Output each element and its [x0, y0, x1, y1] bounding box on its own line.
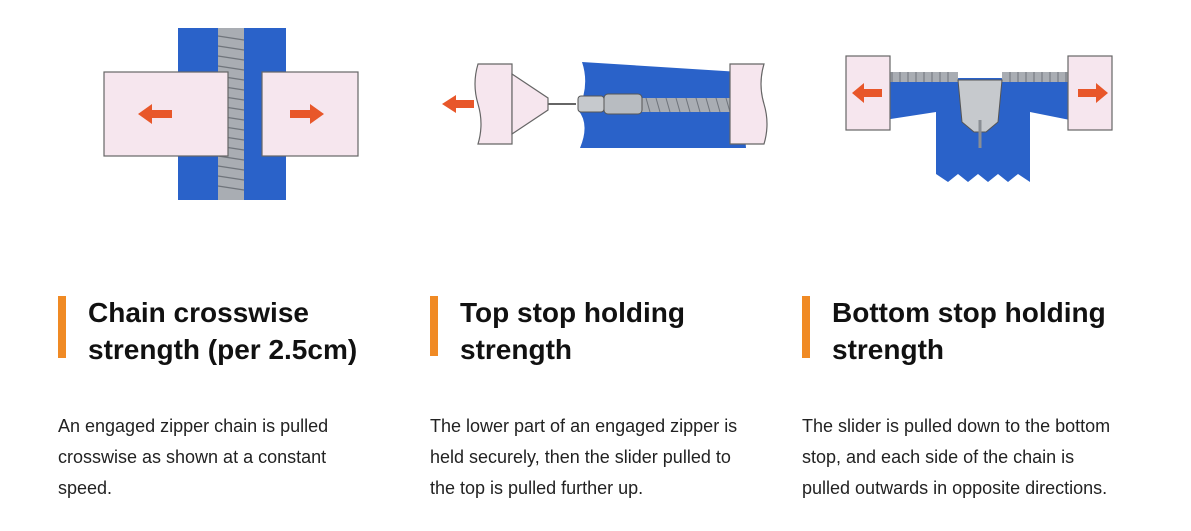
pull-clamp-jaw [511, 72, 549, 136]
description-line: The lower part of an engaged zipper is [430, 416, 738, 436]
title-line: strength [832, 334, 944, 365]
section-title: Chain crosswise strength (per 2.5cm) [88, 294, 357, 368]
accent-bar [430, 296, 438, 356]
section-heading: Chain crosswise strength (per 2.5cm) [58, 296, 418, 365]
section-title: Top stop holding strength [460, 294, 685, 368]
title-line: strength (per 2.5cm) [88, 334, 358, 365]
zipper-teeth [1002, 72, 1074, 82]
accent-bar [58, 296, 66, 358]
arrow-right-icon [1078, 83, 1108, 103]
title-line: Chain crosswise [88, 297, 309, 328]
arrow-right-icon [290, 104, 324, 124]
description-line: stop, and each side of the chain is [802, 447, 1075, 467]
description-line: crosswise as shown at a constant [58, 447, 327, 467]
pull-clamp [474, 63, 513, 145]
bottom-stop-illustration [845, 55, 1113, 182]
arrow-left-icon [852, 83, 882, 103]
title-line: strength [460, 334, 572, 365]
section-description: An engaged zipper chain is pulled crossw… [58, 411, 408, 504]
description-line: The slider is pulled down to the bottom [802, 416, 1111, 436]
description-line: speed. [58, 478, 113, 498]
zipper-teeth [640, 98, 744, 112]
description-line: pulled outwards in opposite directions. [802, 478, 1108, 498]
description-line: the top is pulled further up. [430, 478, 644, 498]
test-chain-crosswise: Chain crosswise strength (per 2.5cm) An … [58, 0, 418, 531]
bottom-clamp [729, 63, 768, 145]
right-clamp [261, 71, 359, 157]
description-line: An engaged zipper chain is pulled [58, 416, 329, 436]
section-heading: Top stop holding strength [430, 296, 790, 365]
accent-bar [802, 296, 810, 358]
title-line: Top stop holding [460, 297, 685, 328]
section-heading: Bottom stop holding strength [802, 296, 1162, 365]
description-line: held securely, then the slider pulled to [430, 447, 731, 467]
zipper-slider [577, 95, 605, 113]
test-top-stop: Top stop holding strength The lower part… [430, 0, 790, 531]
top-stop-illustration [442, 62, 768, 148]
slider-body [603, 93, 643, 115]
arrow-left-icon [138, 104, 172, 124]
section-title: Bottom stop holding strength [832, 294, 1106, 368]
chain-crosswise-illustration [103, 28, 359, 200]
zipper-slider [957, 79, 1003, 133]
arrow-left-icon [442, 95, 474, 113]
section-description: The slider is pulled down to the bottom … [802, 411, 1152, 504]
section-description: The lower part of an engaged zipper is h… [430, 411, 780, 504]
title-line: Bottom stop holding [832, 297, 1106, 328]
zipper-teeth [886, 72, 958, 82]
test-bottom-stop: Bottom stop holding strength The slider … [802, 0, 1162, 531]
